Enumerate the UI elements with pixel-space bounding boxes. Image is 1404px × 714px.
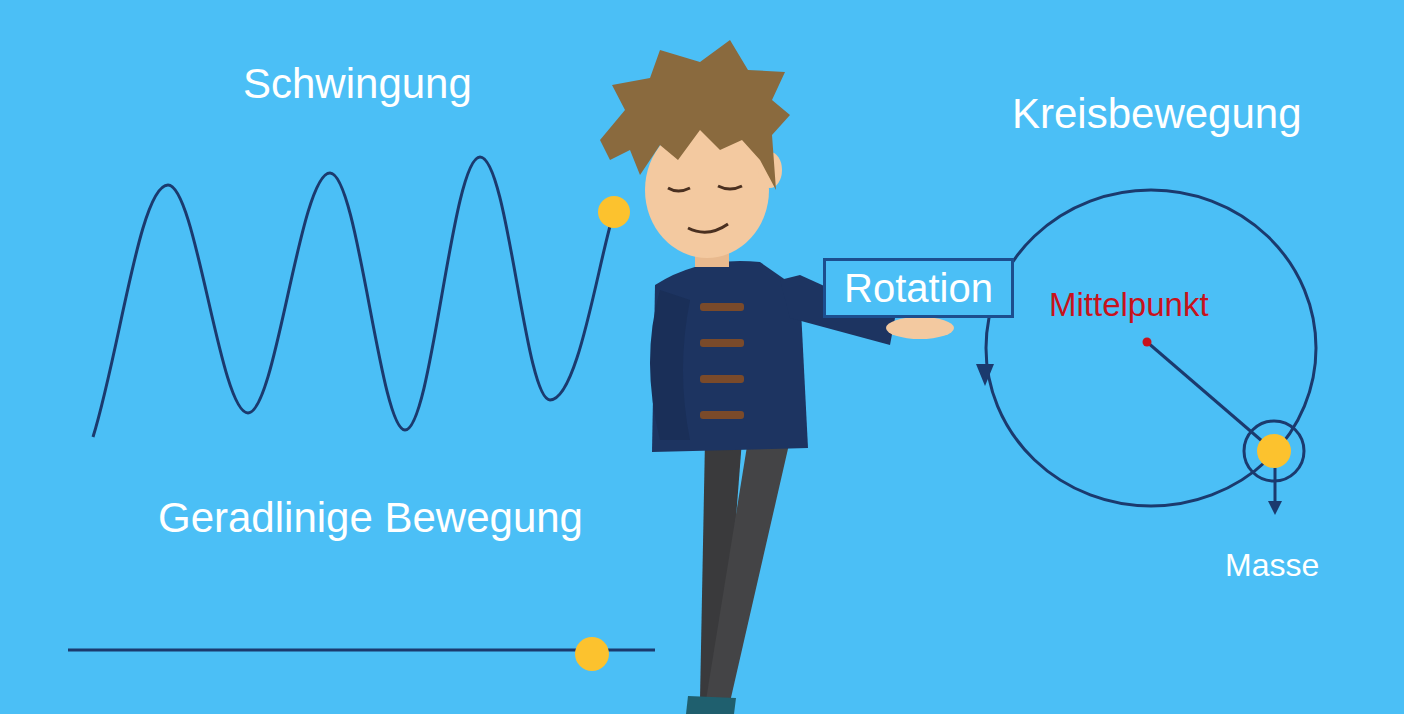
- cartoon-person: [600, 40, 954, 714]
- shoe: [686, 696, 736, 714]
- center-label: Mittelpunkt: [1049, 286, 1209, 324]
- box-label: Rotation: [844, 265, 993, 311]
- toggle: [700, 411, 744, 419]
- leader-line: [1274, 468, 1277, 504]
- mass-ball: [1257, 434, 1291, 468]
- section-heading: Schwingung: [243, 60, 472, 108]
- eye: [668, 188, 690, 191]
- straight-track: [68, 649, 655, 652]
- mouth: [688, 224, 728, 232]
- center-dot: [1143, 338, 1152, 347]
- section-heading: Geradlinige Bewegung: [158, 494, 583, 542]
- oscillation-wave: [93, 157, 614, 437]
- moving-ball: [575, 637, 609, 671]
- direction-arrowhead: [976, 364, 994, 386]
- rotation-box: Rotation: [823, 258, 1014, 318]
- section-heading: Kreisbewegung: [1012, 90, 1302, 138]
- eye: [718, 186, 742, 189]
- front-leg: [706, 440, 790, 702]
- left-arm: [650, 290, 690, 440]
- hand: [886, 317, 954, 339]
- circular-path: [986, 190, 1316, 506]
- leader-arrowhead: [1268, 501, 1282, 515]
- toggle: [700, 375, 744, 383]
- hair: [600, 40, 790, 190]
- radius-line: [1147, 342, 1262, 441]
- toggle: [700, 303, 744, 311]
- mass-label: Masse: [1225, 547, 1319, 584]
- wave-ball: [598, 196, 630, 228]
- toggle: [700, 339, 744, 347]
